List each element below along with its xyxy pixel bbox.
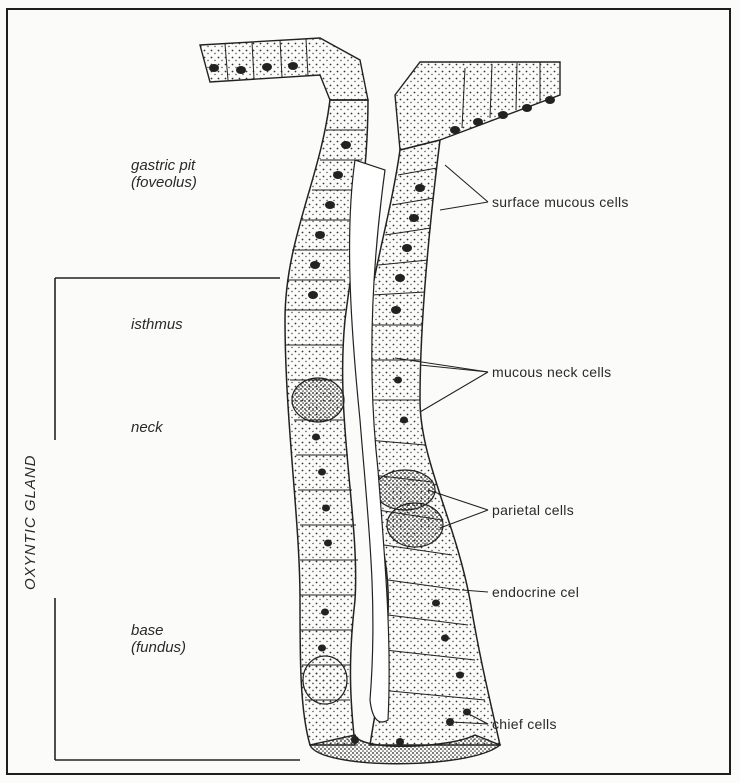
label-parietal-cells: parietal cells [492, 502, 574, 518]
label-neck: neck [131, 419, 163, 436]
label-foveolus: (foveolus) [131, 174, 197, 191]
label-base: base [131, 622, 164, 639]
label-chief-cells: chief cells [492, 716, 557, 732]
label-isthmus: isthmus [131, 316, 183, 333]
label-gastric-pit: gastric pit [131, 157, 195, 174]
surface-epithelium-left [200, 38, 368, 100]
label-fundus: (fundus) [131, 639, 186, 656]
oxyntic-gland-bracket [55, 278, 300, 760]
surface-epithelium-right [395, 62, 560, 150]
label-endocrine-cell: endocrine cel [492, 584, 579, 600]
label-mucous-neck-cells: mucous neck cells [492, 364, 611, 380]
label-oxyntic-gland: OXYNTIC GLAND [22, 454, 39, 590]
label-surface-mucous-cells: surface mucous cells [492, 194, 629, 210]
